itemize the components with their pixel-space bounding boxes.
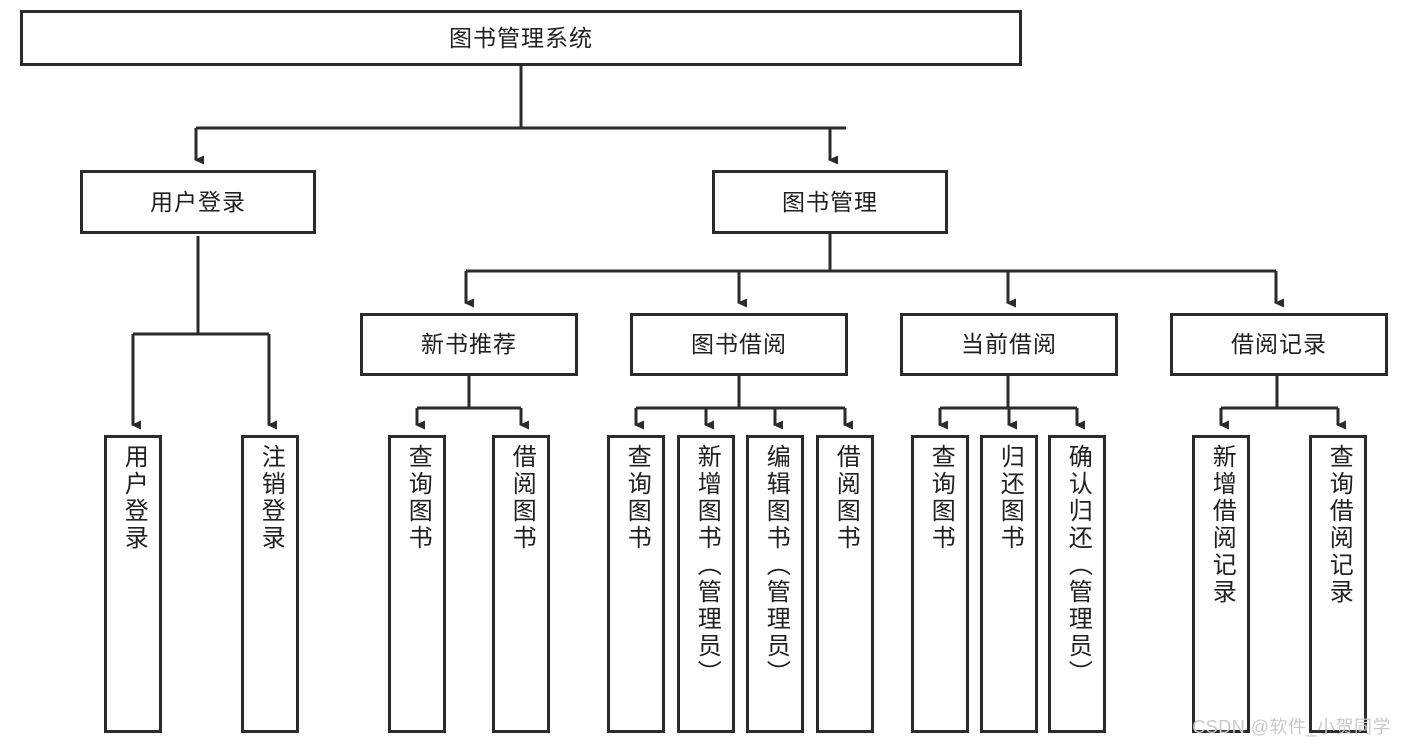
edges-book-borrow-to-leaves	[634, 376, 853, 430]
watermark: CSDN @软件_小贺同学	[1192, 717, 1391, 737]
node-leaf-user-login-label: 用户登录	[120, 444, 148, 552]
node-borrow-record-label: 借阅记录	[1231, 331, 1327, 358]
node-leaf-confirm-return-label: 确认归还（管理员）	[1064, 444, 1092, 687]
node-leaf-query-book-2[interactable]: 查询图书	[607, 435, 665, 733]
node-leaf-add-record-label: 新增借阅记录	[1208, 444, 1236, 606]
node-leaf-add-record[interactable]: 新增借阅记录	[1192, 435, 1250, 733]
node-leaf-query-record[interactable]: 查询借阅记录	[1309, 435, 1367, 733]
node-current-borrow-label: 当前借阅	[961, 331, 1057, 358]
node-leaf-query-record-label: 查询借阅记录	[1325, 444, 1353, 606]
node-leaf-user-login[interactable]: 用户登录	[104, 435, 162, 733]
node-leaf-borrow-book-2-label: 借阅图书	[832, 444, 860, 552]
node-leaf-edit-book[interactable]: 编辑图书（管理员）	[746, 435, 804, 733]
node-new-book-recommend-label: 新书推荐	[421, 331, 517, 358]
node-leaf-borrow-book-1[interactable]: 借阅图书	[492, 435, 550, 733]
node-leaf-query-book-2-label: 查询图书	[623, 444, 651, 552]
node-leaf-add-book[interactable]: 新增图书（管理员）	[677, 435, 735, 733]
edges-book-management-to-level3	[464, 234, 1284, 308]
node-borrow-record[interactable]: 借阅记录	[1170, 313, 1388, 376]
node-book-borrow[interactable]: 图书借阅	[630, 313, 848, 376]
node-leaf-query-book-3-label: 查询图书	[927, 444, 955, 552]
node-book-management-label: 图书管理	[782, 188, 878, 215]
node-user-login-label: 用户登录	[150, 188, 246, 215]
node-leaf-query-book-1-label: 查询图书	[404, 444, 432, 552]
edges-borrow-record-to-leaves	[1219, 376, 1346, 430]
node-leaf-query-book-1[interactable]: 查询图书	[388, 435, 446, 733]
node-leaf-edit-book-label: 编辑图书（管理员）	[762, 444, 790, 687]
edges-user-login-to-leaves	[131, 236, 277, 430]
node-leaf-query-book-3[interactable]: 查询图书	[911, 435, 969, 733]
node-current-borrow[interactable]: 当前借阅	[900, 313, 1118, 376]
node-leaf-borrow-book-1-label: 借阅图书	[508, 444, 536, 552]
node-leaf-add-book-label: 新增图书（管理员）	[693, 444, 721, 687]
node-book-borrow-label: 图书借阅	[691, 331, 787, 358]
node-leaf-logout-login[interactable]: 注销登录	[241, 435, 299, 733]
node-leaf-confirm-return[interactable]: 确认归还（管理员）	[1048, 435, 1106, 733]
node-leaf-return-book[interactable]: 归还图书	[980, 435, 1038, 733]
node-root[interactable]: 图书管理系统	[20, 10, 1022, 66]
node-book-management[interactable]: 图书管理	[712, 170, 948, 234]
node-user-login[interactable]: 用户登录	[80, 170, 316, 234]
node-root-label: 图书管理系统	[449, 24, 593, 51]
node-leaf-return-book-label: 归还图书	[996, 444, 1024, 552]
edges-new-book-recommend-to-leaves	[415, 376, 529, 430]
edges-current-borrow-to-leaves	[938, 376, 1085, 430]
node-leaf-logout-login-label: 注销登录	[257, 444, 285, 552]
node-leaf-borrow-book-2[interactable]: 借阅图书	[816, 435, 874, 733]
node-new-book-recommend[interactable]: 新书推荐	[360, 313, 578, 376]
edges-root-to-level2	[194, 66, 846, 165]
